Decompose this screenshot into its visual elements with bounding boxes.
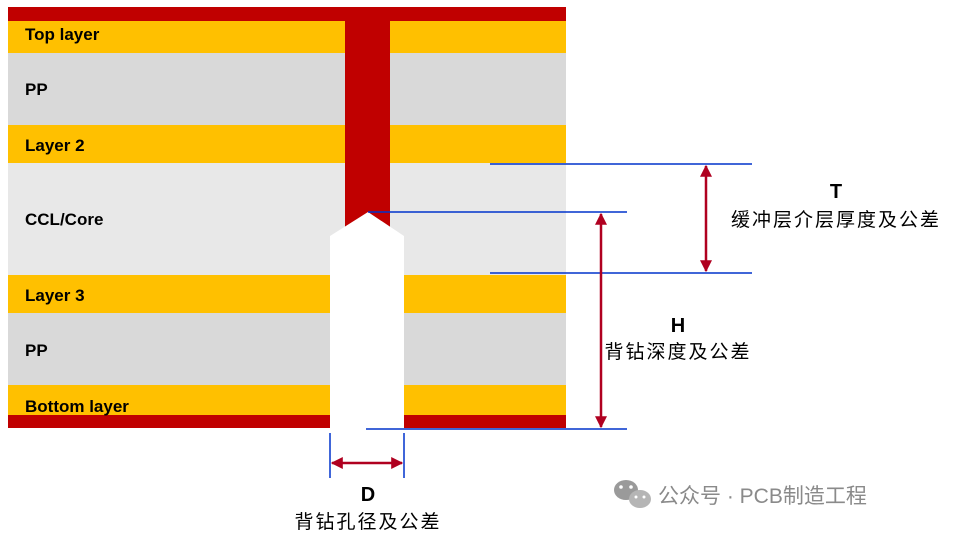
plated-via-barrel (345, 7, 390, 227)
layer-pp-lower (8, 313, 566, 385)
dimension-d-letter: D (361, 484, 375, 506)
dimension-d-caption: 背钻孔径及公差 (294, 511, 441, 533)
dimension-t-caption: 缓冲层介层厚度及公差 (731, 209, 941, 231)
layer-top-copper (8, 21, 566, 53)
dimension-arrows (330, 164, 712, 469)
watermark: 公众号 · PCB制造工程 (614, 480, 867, 508)
reference-lines (329, 163, 752, 478)
pcb-stackup (8, 7, 566, 428)
layer-label: Layer 2 (25, 136, 85, 155)
dimension-h-caption: 背钻深度及公差 (604, 341, 751, 363)
layer-core (8, 163, 566, 275)
layer-label: PP (25, 341, 48, 360)
watermark-text: 公众号 · PCB制造工程 (658, 485, 867, 508)
layer-2-copper (8, 125, 566, 163)
layer-bottom-copper (8, 385, 566, 415)
dimension-t-letter: T (830, 181, 842, 203)
layer-labels: Top layer PP Layer 2 CCL/Core Layer 3 PP… (25, 25, 129, 416)
wechat-icon (614, 480, 651, 508)
layer-3-copper (8, 275, 566, 313)
top-plating-strip (8, 7, 566, 21)
layer-pp-upper (8, 53, 566, 125)
dimension-h-letter: H (671, 315, 685, 337)
layer-label: Layer 3 (25, 286, 85, 305)
layer-label: Top layer (25, 25, 100, 44)
layer-label: PP (25, 80, 48, 99)
bottom-plating-strip (8, 415, 566, 428)
layer-label: Bottom layer (25, 397, 129, 416)
backdrill-hole (330, 212, 404, 432)
layer-label: CCL/Core (25, 210, 103, 229)
